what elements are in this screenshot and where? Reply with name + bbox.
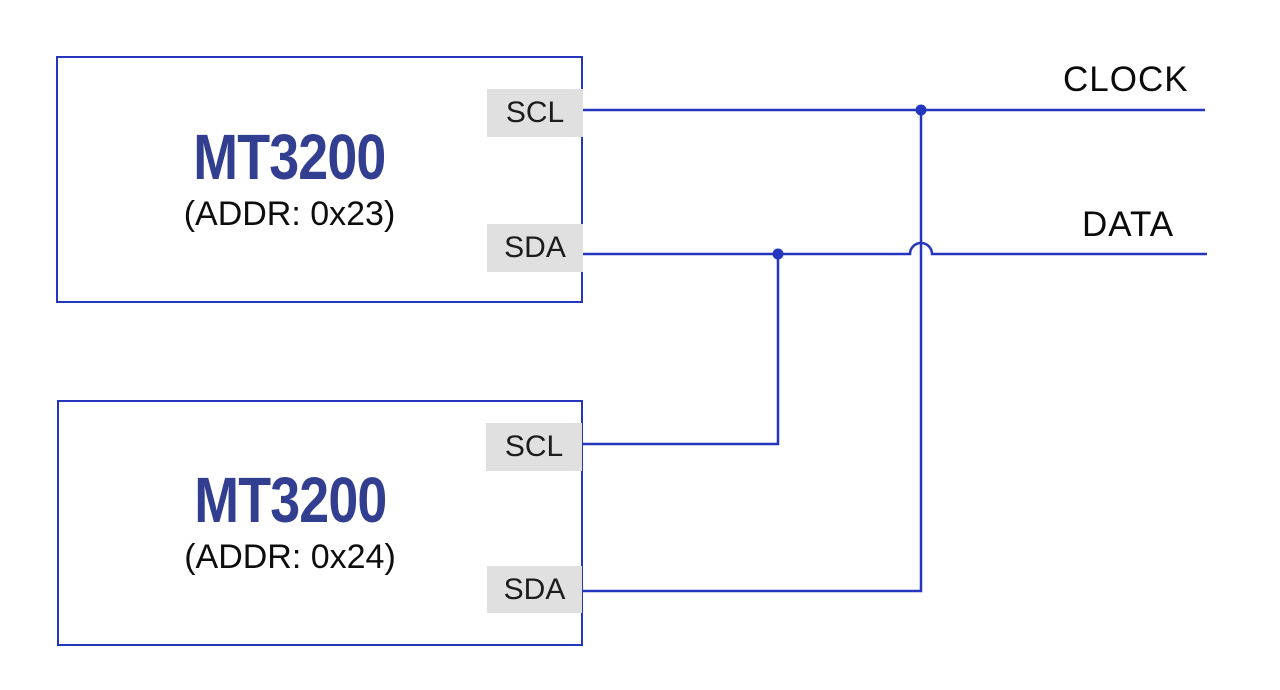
device2-sda-wire: [583, 110, 923, 593]
device-address: (ADDR: 0x23): [183, 194, 396, 233]
device2-scl-wire: [583, 254, 780, 446]
device2-pin-scl: SCL: [486, 423, 582, 471]
device-title: MT3200: [193, 464, 387, 537]
clock-bus-label: CLOCK: [1063, 60, 1189, 99]
device1-pin-sda: SDA: [487, 224, 583, 272]
device1-pin-scl: SCL: [487, 89, 583, 137]
data-bus-wire: [583, 241, 1207, 256]
device-address: (ADDR: 0x24): [184, 538, 396, 577]
device2-pin-sda: SDA: [487, 566, 582, 613]
data-junction-dot: [772, 248, 784, 260]
data-bus-label: DATA: [1082, 205, 1175, 244]
clock-junction-dot: [915, 104, 927, 116]
device-title: MT3200: [193, 120, 386, 193]
